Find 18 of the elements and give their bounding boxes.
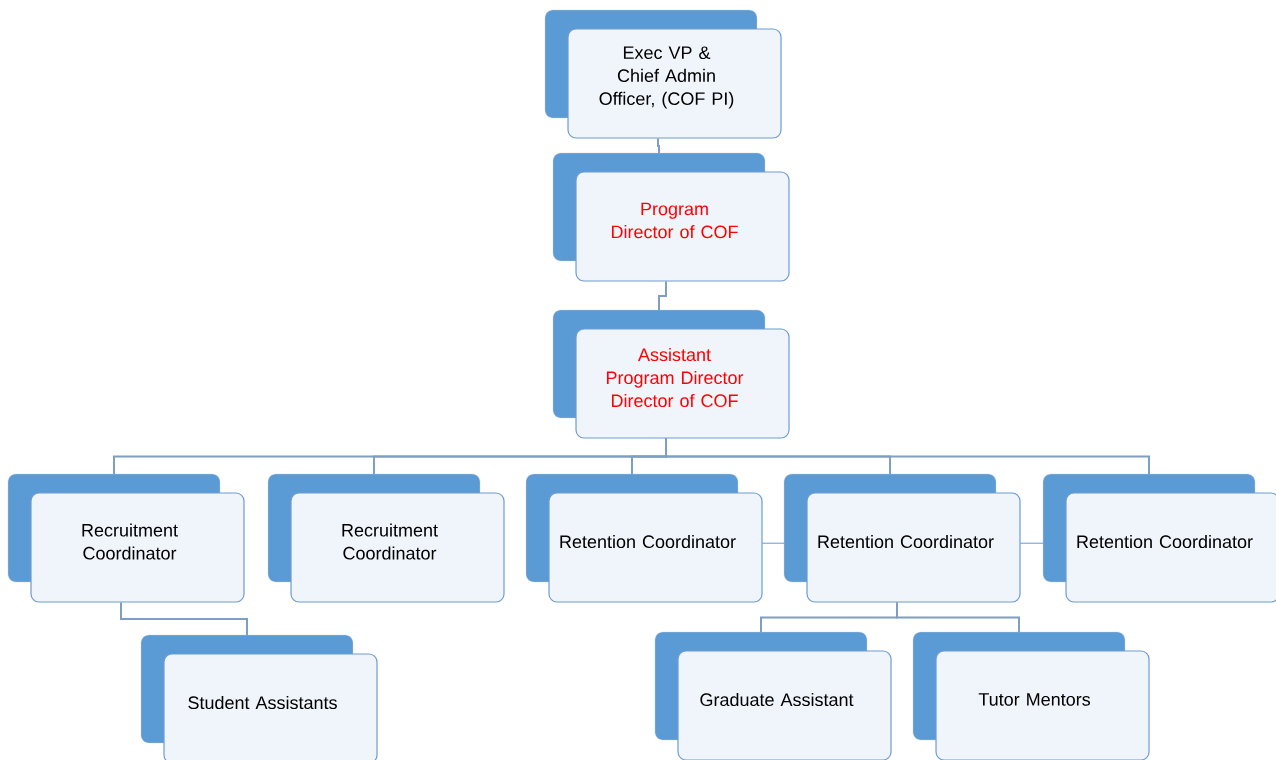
connector-line: [120, 601, 248, 636]
connector-line: [658, 280, 667, 311]
org-box: Recruitment Coordinator: [267, 473, 505, 603]
connector-line: [657, 137, 660, 154]
connector-line: [665, 437, 1150, 475]
org-box: Retention Coordinator: [1042, 473, 1276, 603]
org-box: Student Assistants: [140, 634, 378, 760]
org-box: Graduate Assistant: [654, 631, 892, 760]
org-box: Retention Coordinator: [783, 473, 1021, 603]
org-box: Tutor Mentors: [912, 631, 1150, 760]
org-box: Exec VP & Chief Admin Officer, (COF PI): [544, 9, 782, 139]
connector-line: [1019, 542, 1044, 544]
connector-line: [896, 601, 1020, 633]
org-box: Assistant Program Director Director of COF: [552, 309, 790, 439]
connector-line: [761, 542, 785, 544]
org-box: Program Director of COF: [552, 152, 790, 282]
org-box: Recruitment Coordinator: [7, 473, 245, 603]
org-box: Retention Coordinator: [525, 473, 763, 603]
